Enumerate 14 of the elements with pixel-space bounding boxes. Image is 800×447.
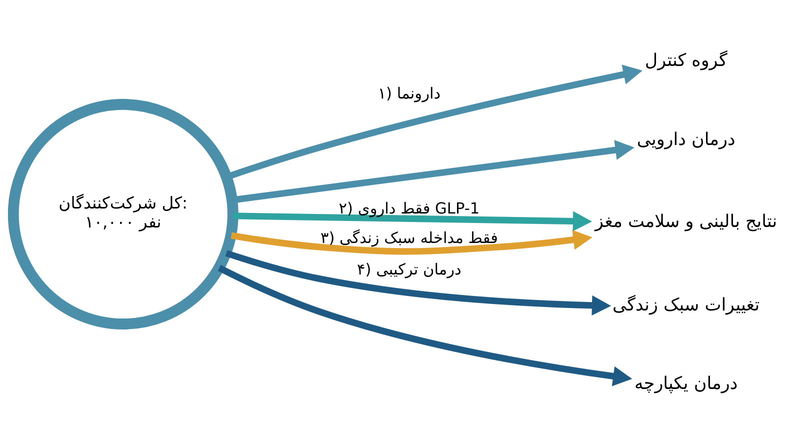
- edge-label: ۲) فقط داروی GLP-1: [338, 199, 480, 218]
- node-text: تغییرات سبک زندگی: [612, 295, 760, 316]
- arrow: [230, 230, 592, 255]
- edge-label: ۳) فقط مداخله سبک زندگی: [320, 228, 498, 247]
- arrow: [225, 250, 612, 316]
- arrow: [232, 211, 592, 232]
- edge-label: ۱) دارونما: [378, 84, 441, 102]
- edge-label: ۴) درمان ترکیبی: [357, 260, 462, 279]
- node-text: درمان دارویی: [636, 130, 736, 150]
- node-circle: کل شرکت‌کنندگان: ۱۰,۰۰۰ نفر: [8, 98, 238, 330]
- node-text: نتایج بالینی و سلامت مغز: [595, 212, 778, 232]
- node-text: درمان یکپارچه: [634, 374, 738, 394]
- node-text: گروه کنترل: [644, 51, 728, 72]
- arrow: [218, 265, 632, 386]
